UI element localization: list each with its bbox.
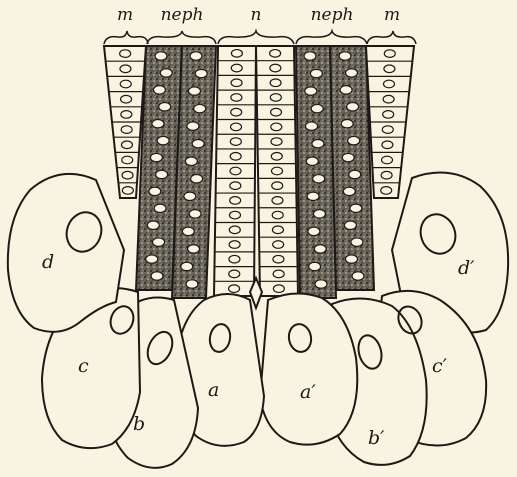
label-n: n: [251, 5, 262, 25]
band-nucleus: [348, 136, 360, 144]
band-nucleus: [152, 119, 164, 127]
band-nucleus: [155, 52, 167, 60]
band-nucleus: [308, 227, 320, 235]
label-b-prime: b′: [368, 427, 385, 449]
band-nucleus: [191, 175, 203, 183]
band-nucleus: [195, 69, 207, 77]
band-nucleus: [310, 69, 322, 77]
label-c-prime: c′: [432, 355, 448, 377]
label-d-prime: d′: [458, 257, 475, 279]
label-neph-left: neph: [161, 5, 204, 25]
band-nucleus: [194, 104, 206, 112]
band-nucleus: [153, 238, 165, 246]
band-nucleus: [347, 103, 359, 111]
band-nucleus: [159, 103, 171, 111]
band-nucleus: [182, 227, 194, 235]
band-nucleus: [352, 272, 364, 280]
band-nucleus: [151, 272, 163, 280]
band-nucleus: [306, 157, 318, 165]
label-neph-right: neph: [311, 5, 354, 25]
band-nucleus: [156, 170, 168, 178]
band-nucleus: [349, 170, 361, 178]
band-nucleus: [344, 221, 356, 229]
band-nucleus: [189, 210, 201, 218]
column-n-right: [256, 46, 298, 296]
band-nucleus: [147, 221, 159, 229]
label-b: b: [133, 413, 145, 435]
brace-neph-left: [147, 31, 216, 44]
brace-m-left: [104, 31, 148, 44]
band-nucleus: [314, 245, 326, 253]
band-nucleus: [190, 52, 202, 60]
band-nucleus: [185, 157, 197, 165]
label-d: d: [42, 251, 54, 273]
brace-n: [218, 31, 294, 44]
band-nucleus: [157, 136, 169, 144]
band-nucleus: [309, 262, 321, 270]
label-m-right: m: [384, 5, 400, 25]
column-braces: [104, 31, 416, 44]
band-nucleus: [350, 204, 362, 212]
band-nucleus: [339, 52, 351, 60]
band-nucleus: [154, 204, 166, 212]
band-nucleus: [188, 245, 200, 253]
label-c: c: [78, 355, 89, 377]
band-nucleus: [315, 280, 327, 288]
band-nucleus: [188, 87, 200, 95]
band-nucleus: [340, 86, 352, 94]
label-a-prime: a′: [300, 381, 316, 403]
band-nucleus: [160, 69, 172, 77]
band-nucleus: [181, 262, 193, 270]
band-nucleus: [186, 280, 198, 288]
band-nucleus: [311, 104, 323, 112]
band-nucleus: [313, 210, 325, 218]
band-nucleus: [343, 187, 355, 195]
band-nucleus: [342, 153, 354, 161]
band-nucleus: [149, 187, 161, 195]
band-nucleus: [153, 86, 165, 94]
label-a: a: [208, 379, 219, 401]
band-nucleus: [307, 192, 319, 200]
band-nucleus: [346, 69, 358, 77]
brace-m-right: [367, 31, 416, 44]
band-nucleus: [184, 192, 196, 200]
band-nucleus: [341, 119, 353, 127]
column-n-left: [214, 46, 256, 296]
brace-neph-right: [296, 31, 367, 44]
band-nucleus: [187, 122, 199, 130]
band-nucleus: [304, 52, 316, 60]
band-nucleus: [306, 122, 318, 130]
band-nucleus: [305, 87, 317, 95]
band-nucleus: [351, 238, 363, 246]
label-m-left: m: [117, 5, 133, 25]
band-nucleus: [345, 255, 357, 263]
band-nucleus: [312, 139, 324, 147]
band-nucleus: [146, 255, 158, 263]
band-nucleus: [313, 175, 325, 183]
band-nucleus: [192, 139, 204, 147]
band-nucleus: [150, 153, 162, 161]
